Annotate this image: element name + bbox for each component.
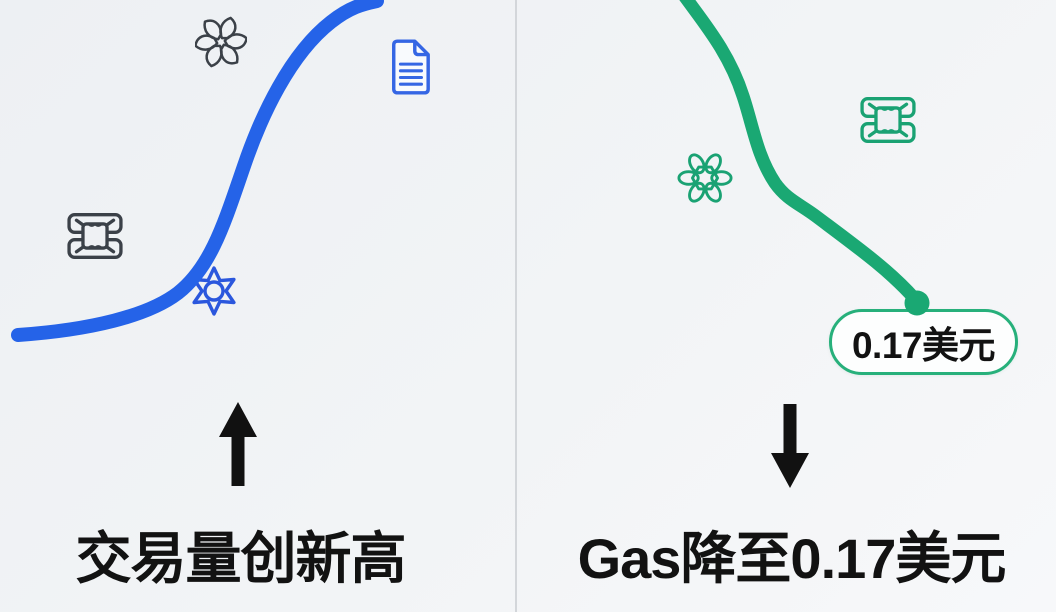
package-icon <box>860 97 916 143</box>
up-arrow-icon <box>219 402 257 486</box>
package-icon <box>67 213 123 259</box>
gas-price-badge-text: 0.17美元 <box>851 325 996 366</box>
volume-caption: 交易量创新高 <box>75 527 407 590</box>
panel-volume-up: 交易量创新高 <box>0 0 517 612</box>
gas-price-badge: 0.17美元 <box>829 309 1018 375</box>
document-icon <box>392 39 430 95</box>
pinwheel-icon <box>195 16 247 68</box>
panel-gas-down: 0.17美元 Gas降至0.17美元 <box>517 0 1056 612</box>
panel-divider <box>515 0 517 612</box>
gas-caption: Gas降至0.17美元 <box>577 527 1007 590</box>
down-arrow-icon <box>771 404 809 488</box>
gear-star-icon <box>192 266 236 316</box>
atom-flower-icon <box>677 153 733 203</box>
